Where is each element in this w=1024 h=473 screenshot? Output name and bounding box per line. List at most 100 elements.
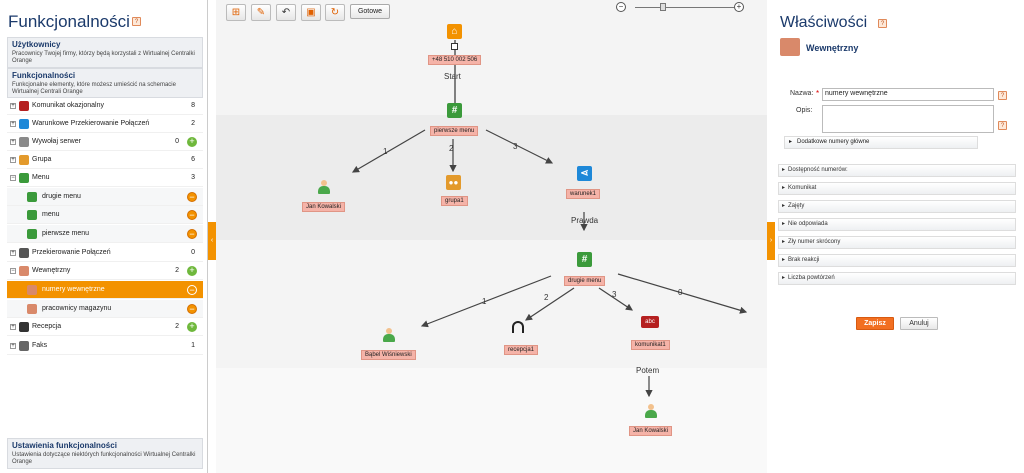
accordion-availability[interactable]: Dostępność numerów: — [778, 164, 1016, 177]
collapse-right-panel-handle[interactable]: › — [767, 222, 775, 260]
group-node-icon[interactable]: ●● — [446, 175, 461, 190]
fax-icon — [19, 341, 29, 351]
done-button[interactable]: Gotowe — [350, 4, 390, 19]
connector-line — [351, 129, 426, 173]
expand-icon[interactable]: + — [10, 103, 16, 109]
message-node-icon[interactable]: abc — [641, 316, 659, 328]
start-number-label[interactable]: +48 510 002 506 — [428, 55, 482, 65]
users-section[interactable]: Użytkownicy Pracownicy Twojej firmy, któ… — [7, 37, 203, 68]
functionalities-section[interactable]: Funkcjonalności Funkcjonalne elementy, k… — [7, 68, 203, 98]
section-desc: Funkcjonalne elementy, które możesz umie… — [12, 82, 176, 95]
help-icon[interactable]: ? — [878, 19, 887, 28]
remove-icon[interactable]: − — [187, 304, 197, 314]
accordion-no-answer[interactable]: Nie odpowiada — [778, 218, 1016, 231]
accordion-repeat-count[interactable]: Liczba powtórzeń — [778, 272, 1016, 285]
message-node-label[interactable]: komunikat1 — [631, 340, 670, 350]
accordion-message[interactable]: Komunikat — [778, 182, 1016, 195]
tree-item-przekierowanie[interactable]: + Przekierowanie Połączeń 0 — [7, 244, 203, 262]
collapse-icon[interactable]: − — [10, 175, 16, 181]
undo-button[interactable]: ↶ — [276, 4, 296, 21]
settings-section[interactable]: Ustawienia funkcjonalności Ustawienia do… — [7, 438, 203, 469]
remove-icon[interactable]: − — [187, 285, 197, 295]
help-icon[interactable]: ? — [132, 17, 141, 26]
user-node-label[interactable]: Bąbel Wiśniewski — [361, 350, 416, 360]
tree-item-grupa[interactable]: + Grupa 6 — [7, 151, 203, 169]
connector-line — [598, 287, 633, 311]
tree-item-pracownicy-magazynu[interactable]: pracownicy magazynu − — [7, 300, 203, 318]
tree-item-pierwsze-menu[interactable]: pierwsze menu − — [7, 225, 203, 243]
menu-node-icon[interactable]: # — [447, 103, 462, 118]
condition-icon — [19, 119, 29, 129]
name-input[interactable]: numery wewnętrzne — [822, 88, 994, 101]
expand-icon[interactable]: + — [10, 139, 16, 145]
tree-item-label: drugie menu — [42, 193, 81, 200]
tree-item-label: Komunikat okazjonalny — [32, 102, 104, 109]
expand-icon[interactable]: + — [10, 157, 16, 163]
tree-item-label: Grupa — [32, 156, 52, 163]
remove-icon[interactable]: − — [187, 192, 197, 202]
menu-node-label[interactable]: pierwsze menu — [430, 126, 479, 136]
menu-node-icon[interactable]: # — [577, 252, 592, 267]
tree-item-numery-wewnetrzne[interactable]: numery wewnętrzne − — [7, 281, 203, 299]
remove-icon[interactable]: − — [187, 229, 197, 239]
tree-item-menu[interactable]: − Menu 3 — [7, 169, 203, 187]
refresh-button[interactable]: ↻ — [325, 4, 345, 21]
properties-panel: Właściwości ? Wewnętrzny Nazwa: * numery… — [776, 0, 1024, 473]
remove-icon[interactable]: − — [187, 210, 197, 220]
tree-item-menu-sub[interactable]: menu − — [7, 206, 203, 224]
expand-icon[interactable]: + — [10, 343, 16, 349]
zoom-in-icon[interactable]: + — [734, 2, 744, 12]
tree-item-drugie-menu[interactable]: drugie menu − — [7, 188, 203, 206]
zoom-slider-handle[interactable] — [660, 3, 666, 11]
org-chart-tool-button[interactable]: ⊞ — [226, 4, 246, 21]
expand-icon[interactable]: + — [10, 121, 16, 127]
tree-item-recepcja[interactable]: + Recepcja 2 + — [7, 318, 203, 336]
tree-item-warunkowe-przekierowanie[interactable]: + Warunkowe Przekierowanie Połączeń 2 — [7, 115, 203, 133]
true-branch-label: Prawda — [571, 216, 599, 225]
tree-item-wywolaj-serwer[interactable]: + Wywołaj serwer 0 + — [7, 133, 203, 151]
reception-node-label[interactable]: recepcja1 — [504, 345, 539, 355]
wrench-tool-button[interactable]: ✎ — [251, 4, 271, 21]
menu-icon — [27, 192, 37, 202]
add-icon[interactable]: + — [187, 137, 197, 147]
section-title: Użytkownicy — [12, 40, 61, 49]
connector-handle-icon[interactable] — [451, 43, 458, 50]
start-home-icon[interactable]: ⌂ — [447, 24, 462, 39]
condition-node-label[interactable]: warunek1 — [566, 189, 601, 199]
collapse-left-panel-handle[interactable]: ‹ — [208, 222, 216, 260]
tree-item-faks[interactable]: + Faks 1 — [7, 337, 203, 355]
help-icon[interactable]: ? — [998, 91, 1007, 100]
zoom-slider-track[interactable] — [635, 7, 734, 8]
zoom-out-icon[interactable]: − — [616, 2, 626, 12]
headset-icon[interactable] — [512, 321, 524, 333]
add-icon[interactable]: + — [187, 322, 197, 332]
condition-node-icon[interactable]: ⋖ — [577, 166, 592, 181]
save-icon-button[interactable]: ▣ — [301, 4, 321, 21]
diagram-canvas[interactable]: ⊞ ✎ ↶ ▣ ↻ Gotowe − + ⌂ +48 510 002 506 S… — [216, 0, 767, 473]
accordion-busy[interactable]: Zajęty — [778, 200, 1016, 213]
collapse-icon[interactable]: − — [10, 268, 16, 274]
accordion-no-reaction[interactable]: Brak reakcji — [778, 254, 1016, 267]
expand-icon[interactable]: + — [10, 324, 16, 330]
menu-node-label[interactable]: drugie menu — [564, 276, 606, 286]
accordion-wrong-short-number[interactable]: Zły numer skrócony — [778, 236, 1016, 249]
tree-item-label: numery wewnętrzne — [42, 286, 105, 293]
tree-item-wewnetrzny[interactable]: − Wewnętrzny 2 + — [7, 262, 203, 280]
user-icon[interactable] — [383, 328, 395, 342]
expand-icon[interactable]: + — [10, 250, 16, 256]
tree-item-label: Wywołaj serwer — [32, 138, 81, 145]
description-input[interactable] — [822, 105, 994, 133]
user-node-label[interactable]: Jan Kowalski — [629, 426, 673, 436]
save-button[interactable]: Zapisz — [856, 317, 894, 330]
extra-numbers-toggle[interactable]: Dodatkowe numery główne — [784, 136, 978, 149]
add-icon[interactable]: + — [187, 266, 197, 276]
group-node-label[interactable]: grupa1 — [441, 196, 468, 206]
user-icon[interactable] — [318, 180, 330, 194]
user-node-label[interactable]: Jan Kowalski — [302, 202, 346, 212]
user-icon[interactable] — [645, 404, 657, 418]
help-icon[interactable]: ? — [998, 121, 1007, 130]
tree-item-komunikat-okazjonalny[interactable]: + Komunikat okazjonalny 8 — [7, 97, 203, 115]
cancel-button[interactable]: Anuluj — [900, 317, 938, 330]
start-label: Start — [444, 72, 461, 81]
tree-item-label: Wewnętrzny — [32, 267, 71, 274]
